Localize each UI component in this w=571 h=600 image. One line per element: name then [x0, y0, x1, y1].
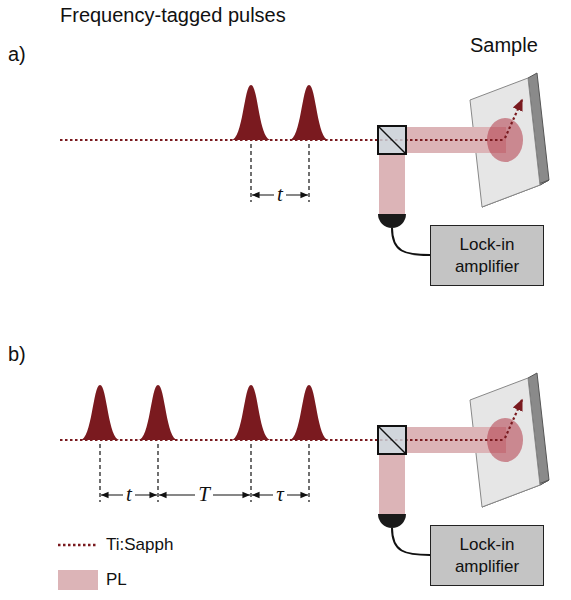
- panel-title: Frequency-tagged pulses: [60, 4, 286, 27]
- delay-symbol: t: [123, 483, 135, 506]
- laser-pulse: [289, 85, 329, 140]
- sample-label: Sample: [470, 34, 538, 57]
- lock-in-box: Lock-in amplifier: [430, 225, 544, 286]
- box-text: Lock-in amplifier: [437, 534, 537, 577]
- laser-pulse: [138, 385, 178, 440]
- legend-text: Ti:Sapph: [106, 535, 173, 555]
- dashed-marker: [250, 444, 251, 502]
- laser-pulse: [231, 385, 271, 440]
- dashed-marker: [308, 444, 309, 502]
- dashed-marker: [157, 444, 158, 502]
- panel-letter: b): [8, 343, 26, 366]
- delay-symbol: t: [274, 183, 286, 206]
- legend-text: PL: [106, 570, 127, 590]
- laser-pulse: [289, 385, 329, 440]
- delay-symbol: τ: [273, 483, 287, 506]
- legend-line-sample: [58, 544, 98, 546]
- legend-swatch: [58, 570, 98, 590]
- panel-letter: a): [8, 43, 26, 66]
- laser-pulse: [231, 85, 271, 140]
- laser-pulses: [80, 85, 329, 440]
- dashed-marker: [250, 144, 251, 202]
- dashed-marker: [308, 144, 309, 202]
- dashed-marker: [99, 444, 100, 502]
- delay-markers: [100, 144, 309, 502]
- laser-pulse: [80, 385, 120, 440]
- delay-symbol: T: [195, 483, 213, 506]
- box-text: Lock-in amplifier: [437, 234, 537, 277]
- lock-in-box: Lock-in amplifier: [430, 525, 544, 586]
